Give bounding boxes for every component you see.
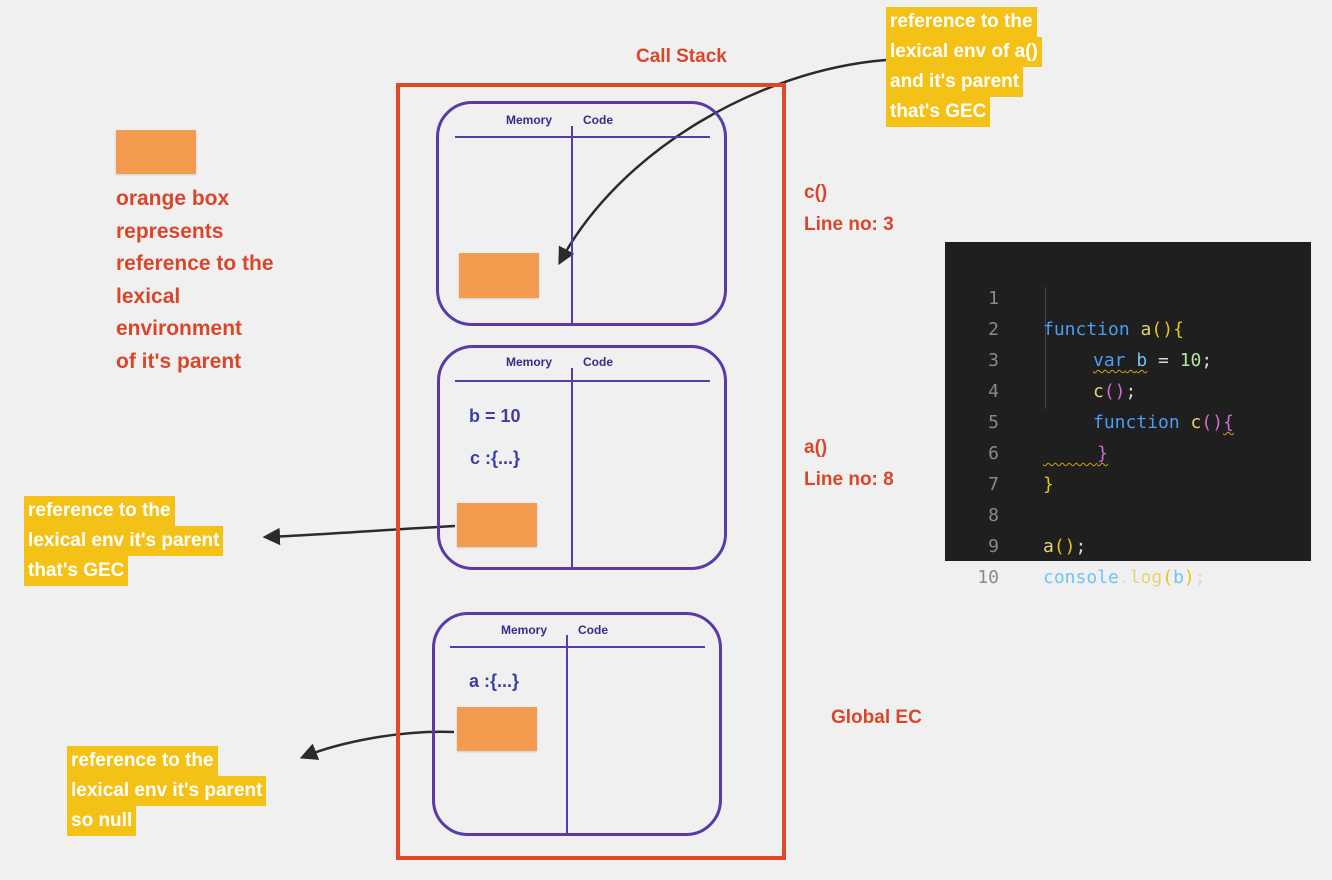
line-number: 9 <box>988 536 999 557</box>
note-line: lexical env it's parent <box>67 776 267 806</box>
ec-header-divider <box>455 136 710 138</box>
note-line: that's GEC <box>886 97 991 127</box>
call-stack-border <box>396 83 786 860</box>
execution-context-a <box>437 345 727 570</box>
lexical-env-reference-box <box>459 253 539 298</box>
code-line-1: 1 function a(){ <box>945 252 1184 340</box>
legend-line: represents <box>116 219 224 243</box>
code-header: Code <box>583 113 613 127</box>
line-number: 8 <box>988 505 999 526</box>
line-number: 7 <box>988 474 999 495</box>
line-number: 5 <box>988 412 999 433</box>
arrow-global-ref-to-note <box>299 730 455 760</box>
note-middle-left: reference to the lexical env it's parent… <box>24 496 224 586</box>
ec-column-divider <box>571 368 573 568</box>
note-line: lexical env it's parent <box>24 526 224 556</box>
line-number: 1 <box>988 288 999 309</box>
line-number: 6 <box>988 443 999 464</box>
code-line-2: 2 var b = 10; <box>945 283 1212 371</box>
frame-name: a() <box>804 437 828 458</box>
code-header: Code <box>583 355 613 369</box>
frame-label-c: c() Line no: 3 <box>804 179 894 239</box>
call-stack-title: Call Stack <box>636 46 727 67</box>
memory-header: Memory <box>506 113 553 127</box>
indent-guide <box>1045 287 1046 409</box>
code-header: Code <box>578 623 608 637</box>
legend-line: orange box <box>116 187 230 210</box>
ec-column-divider <box>566 635 568 833</box>
legend-line: reference to the <box>116 252 274 275</box>
line-number: 4 <box>988 381 999 402</box>
code-line-3: 3 c(); <box>945 314 1136 402</box>
frame-name: c() <box>804 182 828 203</box>
legend-line: lexical <box>116 284 181 308</box>
line-number: 10 <box>977 567 999 588</box>
memory-header: Memory <box>501 623 548 637</box>
frame-line: Line no: 3 <box>804 214 894 235</box>
memory-entry-b: b = 10 <box>469 406 521 426</box>
note-top-right: reference to the lexical env of a() and … <box>886 7 1042 127</box>
code-line-6: 6 } <box>945 407 1054 495</box>
arrow-a-ref-to-note <box>262 524 456 546</box>
code-editor-panel: 1 function a(){ 2 var b = 10; 3 c(); 4 f… <box>945 242 1311 588</box>
note-line: lexical env of a() <box>886 37 1042 67</box>
code-line-5: 5 } <box>945 376 1108 464</box>
frame-line: Line no: 8 <box>804 469 894 490</box>
note-line: reference to the <box>24 496 175 526</box>
ec-header-divider <box>455 380 710 382</box>
note-line: reference to the <box>67 746 218 776</box>
ec-header-divider <box>450 646 705 648</box>
legend-orange-box <box>116 130 196 174</box>
frame-label-global: Global EC <box>831 707 922 728</box>
code-line-10: 10 <box>945 531 999 588</box>
lexical-env-reference-box <box>457 707 537 751</box>
code-line-9: 9 console.log(b); <box>945 500 1205 588</box>
line-number: 3 <box>988 350 999 371</box>
note-line: so null <box>67 806 137 836</box>
memory-entry-c: c :{...} <box>470 448 521 468</box>
memory-entry-a: a :{...} <box>469 671 520 691</box>
note-line: reference to the <box>886 7 1037 37</box>
note-line: and it's parent <box>886 67 1024 97</box>
memory-header: Memory <box>506 355 553 369</box>
note-line: that's GEC <box>24 556 129 586</box>
legend-line: of it's parent <box>116 349 242 373</box>
legend-line: environment <box>116 317 243 340</box>
code-line-7: 7 <box>945 438 999 495</box>
execution-context-global <box>432 612 722 836</box>
code-line-4: 4 function c(){ <box>945 345 1234 433</box>
line-number: 2 <box>988 319 999 340</box>
note-bottom-left: reference to the lexical env it's parent… <box>67 746 267 836</box>
ec-column-divider <box>571 126 573 324</box>
lexical-env-reference-box <box>457 503 537 547</box>
legend-text: orange box represents reference to the l… <box>116 183 274 378</box>
frame-label-a: a() Line no: 8 <box>804 434 894 494</box>
execution-context-c <box>436 101 727 326</box>
code-line-8: 8 a(); <box>945 469 1086 557</box>
